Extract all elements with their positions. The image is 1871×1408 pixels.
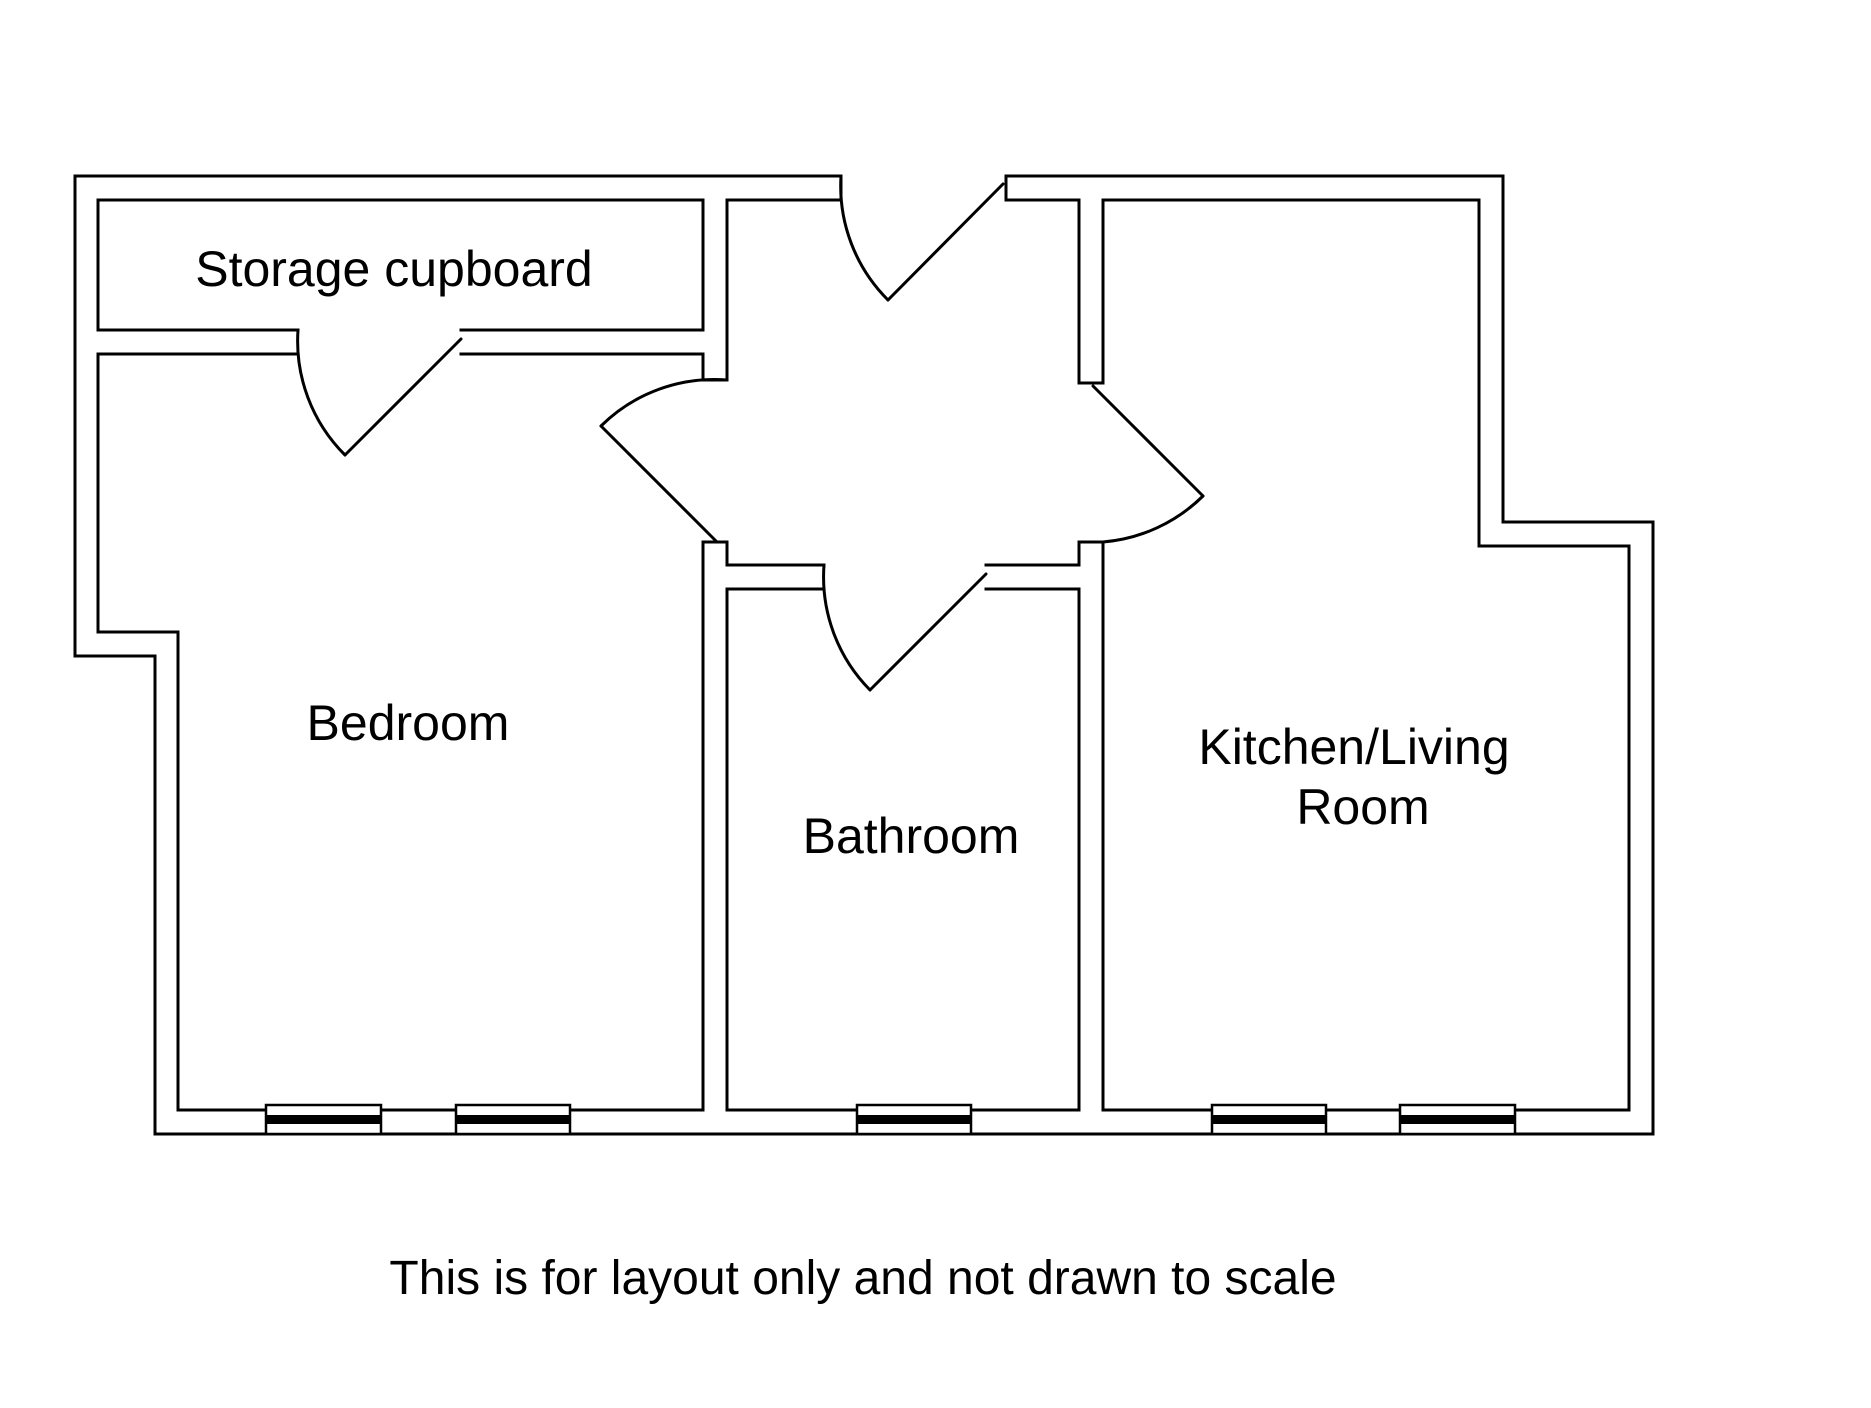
storage-cupboard-label: Storage cupboard (195, 241, 593, 297)
hall-wall-bottom-right (984, 540, 1105, 567)
kitchen-living-label-line1: Kitchen/Living (1198, 719, 1509, 775)
door-kitchen-living (1091, 384, 1205, 544)
door-entrance (839, 174, 1005, 302)
kitchen-window-left (1210, 1103, 1328, 1136)
doors (296, 174, 1205, 692)
labels: Storage cupboard Bedroom Bathroom Kitche… (195, 241, 1509, 1305)
bedroom-label: Bedroom (307, 695, 510, 751)
door-bathroom (822, 563, 988, 692)
kitchen-window-right (1398, 1103, 1517, 1136)
storage-cupboard-wall (96, 198, 705, 332)
bathroom-window (855, 1103, 973, 1136)
bathroom-label: Bathroom (803, 808, 1020, 864)
bedroom-window-left (264, 1103, 383, 1136)
door-storage-cupboard (296, 328, 463, 457)
kitchen-living-wall (1101, 198, 1631, 1112)
bedroom-wall-top-right (459, 352, 705, 382)
door-bedroom (599, 378, 729, 544)
kitchen-living-label-line2: Room (1296, 779, 1429, 835)
windows (264, 1103, 1517, 1136)
bedroom-wall (96, 352, 826, 1112)
outer-wall (73, 174, 1655, 1136)
disclaimer-note: This is for layout only and not drawn to… (389, 1252, 1336, 1305)
hall-wall-top-right (1004, 191, 1105, 385)
bedroom-window-right (454, 1103, 572, 1136)
walls (73, 174, 1655, 1136)
hall-wall-left (701, 198, 843, 382)
